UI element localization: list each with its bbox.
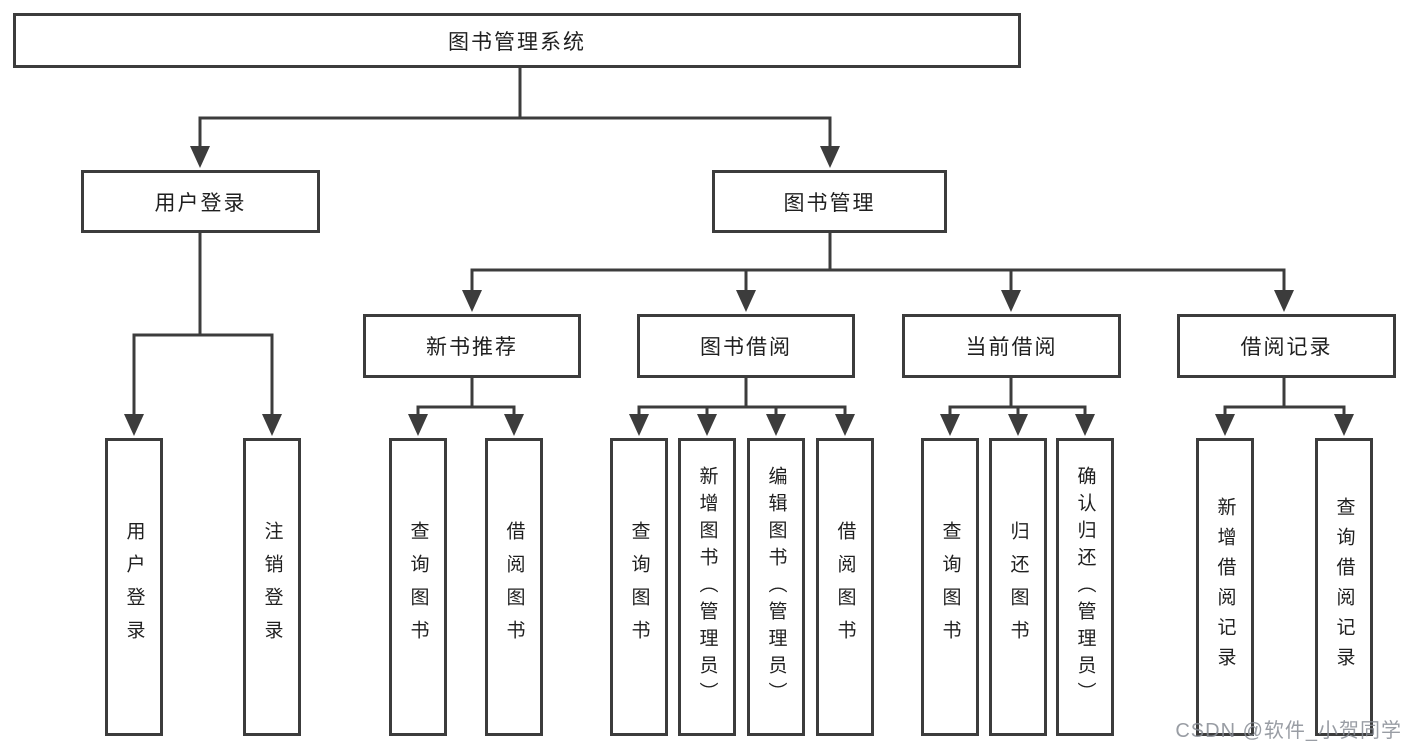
node-new-book-recommend: 新书推荐 [363, 314, 581, 378]
leaf-label: 编辑图书（管理员） [765, 465, 787, 709]
leaf-label: 新增借阅记录 [1214, 497, 1236, 677]
arrow-down-icon [1274, 290, 1294, 312]
arrow-down-icon [190, 146, 210, 168]
leaf-query-books-current: 查询图书 [921, 438, 979, 736]
node-user-login: 用户登录 [81, 170, 320, 233]
leaf-label: 归还图书 [1007, 521, 1029, 653]
leaf-label: 查询图书 [628, 521, 650, 653]
arrow-down-icon [1075, 414, 1095, 436]
node-library-management-system: 图书管理系统 [13, 13, 1021, 68]
arrow-down-icon [697, 414, 717, 436]
node-label: 当前借阅 [965, 336, 1058, 359]
leaf-query-books-borrowing: 查询图书 [610, 438, 668, 736]
arrow-down-icon [766, 414, 786, 436]
arrow-down-icon [262, 414, 282, 436]
leaf-label: 确认归还（管理员） [1074, 465, 1096, 709]
arrow-down-icon [124, 414, 144, 436]
leaf-label: 借阅图书 [834, 521, 856, 653]
arrow-down-icon [1215, 414, 1235, 436]
leaf-borrow-books: 借阅图书 [816, 438, 874, 736]
leaf-label: 查询图书 [939, 521, 961, 653]
node-label: 新书推荐 [426, 336, 518, 359]
leaf-query-books-recommend: 查询图书 [389, 438, 447, 736]
leaf-logout: 注销登录 [243, 438, 301, 736]
arrow-down-icon [835, 414, 855, 436]
arrow-down-icon [1008, 414, 1028, 436]
leaf-edit-books-admin: 编辑图书（管理员） [747, 438, 805, 736]
watermark: CSDN @软件_小贺同学 [1175, 720, 1402, 742]
leaf-label: 借阅图书 [503, 521, 525, 653]
leaf-add-borrow-record: 新增借阅记录 [1196, 438, 1254, 736]
leaf-add-books-admin: 新增图书（管理员） [678, 438, 736, 736]
arrow-down-icon [940, 414, 960, 436]
arrow-down-icon [408, 414, 428, 436]
arrow-down-icon [504, 414, 524, 436]
leaf-label: 查询图书 [407, 521, 429, 653]
leaf-label: 注销登录 [261, 521, 283, 653]
leaf-confirm-return-admin: 确认归还（管理员） [1056, 438, 1114, 736]
leaf-label: 查询借阅记录 [1333, 497, 1355, 677]
arrow-down-icon [629, 414, 649, 436]
leaf-label: 新增图书（管理员） [696, 465, 718, 709]
arrow-down-icon [736, 290, 756, 312]
arrowheads [124, 146, 1354, 436]
leaf-return-books: 归还图书 [989, 438, 1047, 736]
node-book-management: 图书管理 [712, 170, 947, 233]
leaf-label: 用户登录 [123, 521, 145, 653]
node-label: 图书借阅 [700, 336, 792, 359]
node-label: 用户登录 [154, 191, 247, 215]
leaf-query-borrow-record: 查询借阅记录 [1315, 438, 1373, 736]
node-current-borrowing: 当前借阅 [902, 314, 1121, 378]
arrow-down-icon [820, 146, 840, 168]
leaf-borrow-books-recommend: 借阅图书 [485, 438, 543, 736]
node-label: 图书管理系统 [448, 30, 586, 54]
arrow-down-icon [1001, 290, 1021, 312]
arrow-down-icon [1334, 414, 1354, 436]
arrow-down-icon [462, 290, 482, 312]
node-book-borrowing: 图书借阅 [637, 314, 855, 378]
node-borrow-records: 借阅记录 [1177, 314, 1396, 378]
leaf-user-login: 用户登录 [105, 438, 163, 736]
node-label: 图书管理 [783, 191, 876, 215]
node-label: 借阅记录 [1240, 336, 1333, 359]
